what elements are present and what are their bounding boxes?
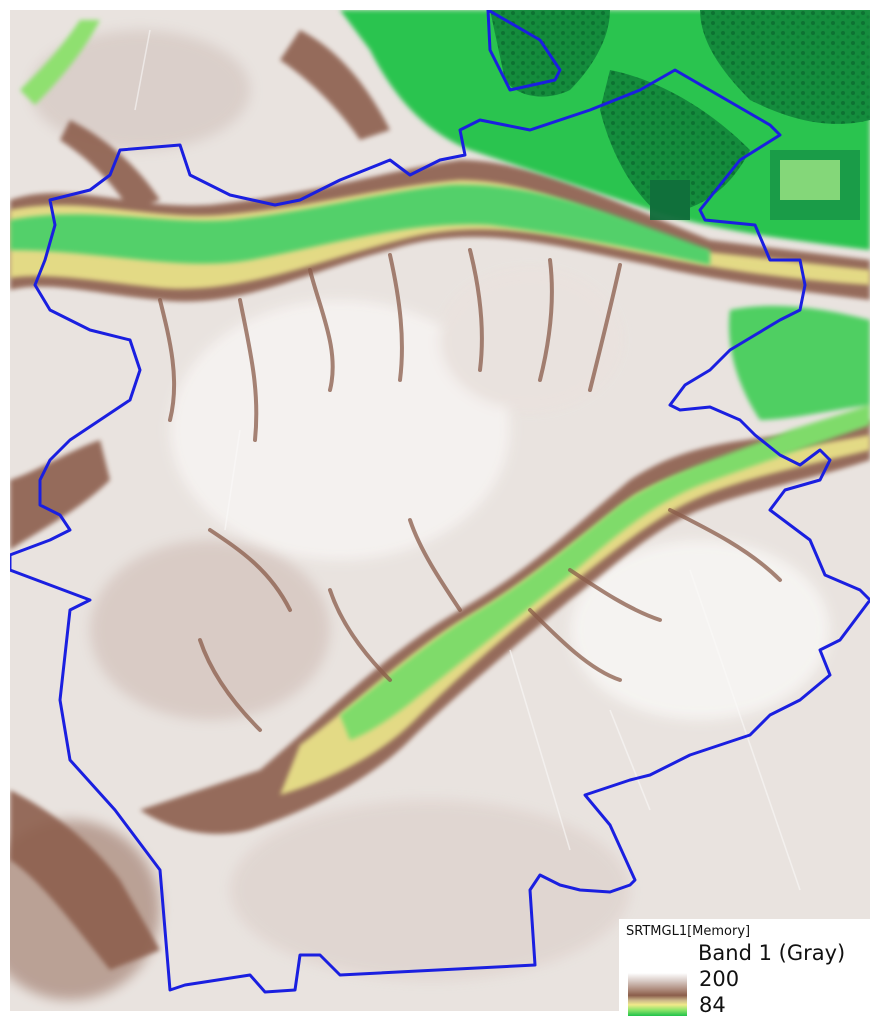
elevation-raster — [10, 10, 870, 1011]
legend-max-value: 200 — [699, 967, 740, 991]
legend-band-label: Band 1 (Gray) — [698, 941, 846, 965]
legend-color-ramp — [628, 973, 687, 1016]
legend-min-value: 84 — [699, 993, 726, 1017]
legend-layer-name: SRTMGL1[Memory] — [626, 924, 751, 939]
study-area-boundary — [10, 10, 870, 994]
map-legend: SRTMGL1[Memory] Band 1 (Gray) 200 84 — [619, 919, 870, 1021]
map-canvas[interactable] — [10, 10, 870, 1011]
